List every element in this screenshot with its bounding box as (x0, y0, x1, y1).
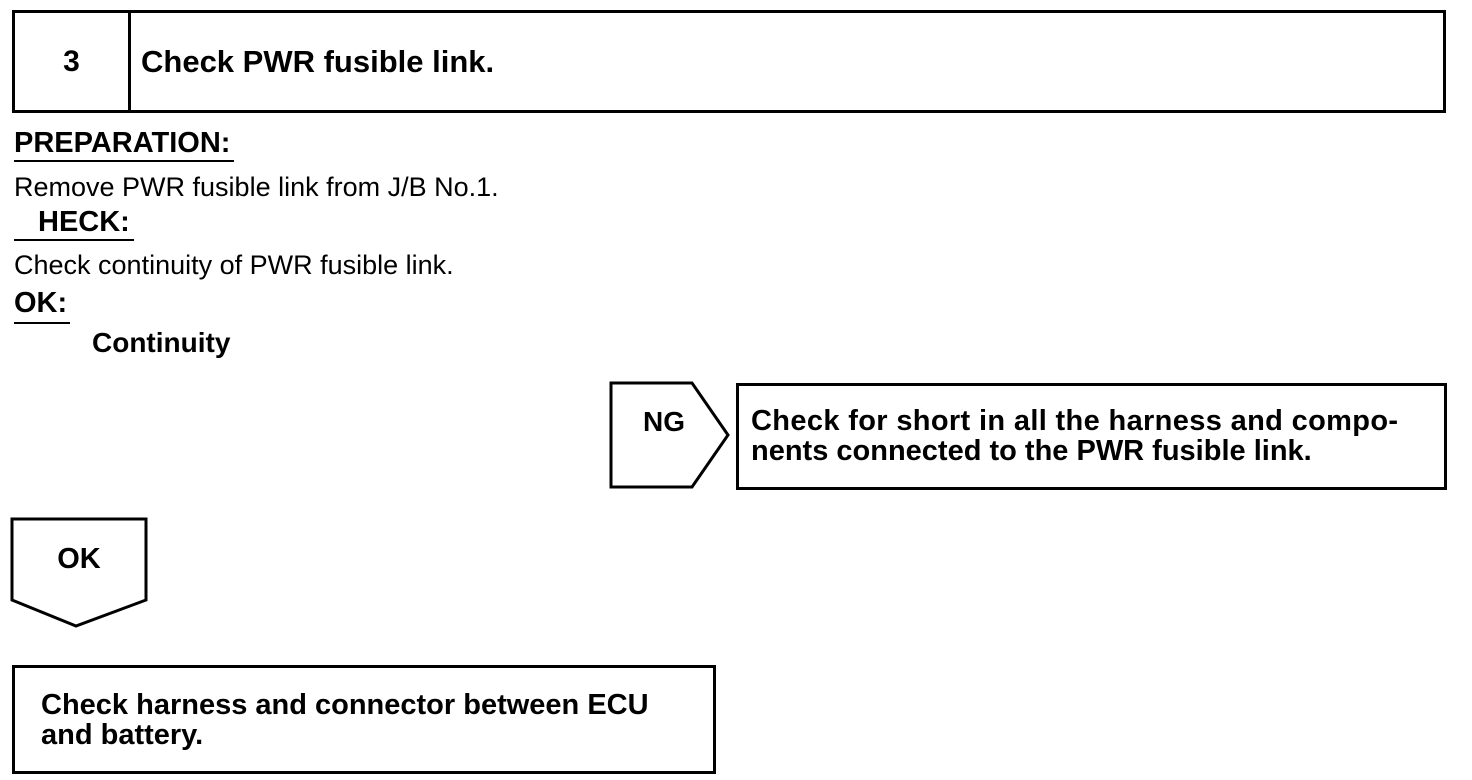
ok-action-box: Check harness and connector between ECU … (12, 665, 716, 774)
preparation-text: Remove PWR fusible link from J/B No.1. (14, 172, 499, 202)
preparation-heading: PREPARATION: (14, 126, 235, 162)
step-title: Check PWR fusible link. (141, 43, 495, 79)
check-text: Check continuity of PWR fusible link. (14, 250, 454, 280)
ok-branch-label: OK (57, 542, 101, 575)
step-header-divider (128, 13, 131, 110)
ng-action-line: nents connected to the PWR fusible link. (751, 435, 1312, 467)
ng-label: NG (643, 406, 685, 437)
check-heading: HECK: (14, 205, 134, 241)
ok-heading: OK: (14, 287, 68, 319)
ok-value: Continuity (92, 327, 231, 358)
ok-action-line: and battery. (41, 719, 204, 751)
ng-action-box: Check for short in all the harness and c… (736, 383, 1447, 490)
ok-heading-underline (14, 322, 70, 324)
step-header-box: 3 Check PWR fusible link. (12, 10, 1446, 113)
step-number: 3 (63, 44, 80, 78)
ng-action-line: Check for short in all the harness and c… (751, 405, 1399, 437)
ok-arrow-shape (10, 517, 148, 628)
ng-arrow-shape (609, 381, 730, 489)
ok-action-line: Check harness and connector between ECU (41, 689, 649, 721)
